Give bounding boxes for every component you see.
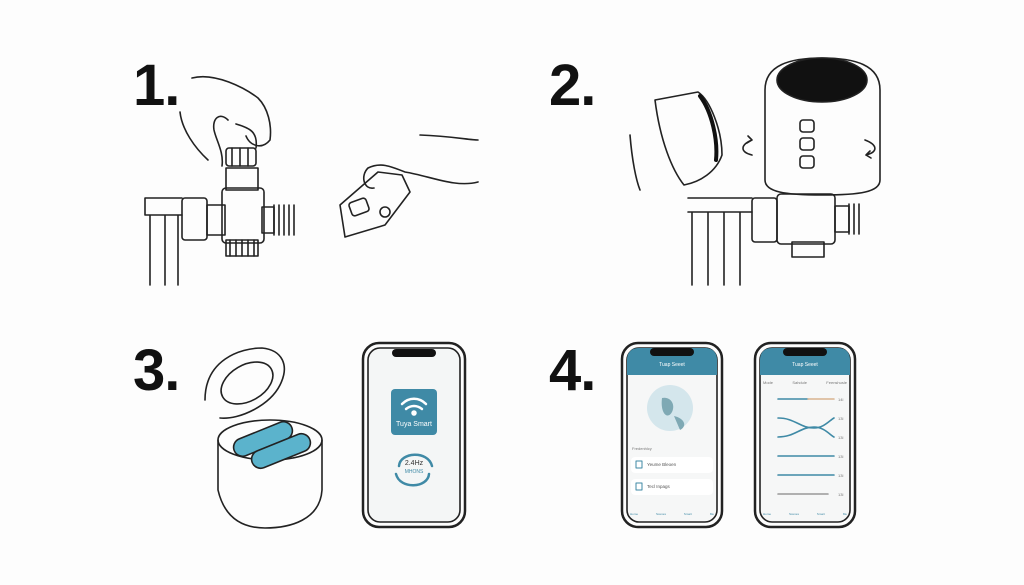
right-phone-title: Tuap Seeet <box>792 362 818 368</box>
nav-home[interactable]: Home <box>763 512 772 516</box>
step-2-hand <box>629 91 723 191</box>
row-value: 13l <box>838 473 844 478</box>
step-2-thermostat-head <box>742 57 881 196</box>
nav-smart[interactable]: Smart <box>683 512 692 516</box>
step-3-battery-compartment <box>204 347 323 529</box>
row-value: 13l <box>838 435 844 440</box>
nav-scenes[interactable]: Scenes <box>788 512 799 516</box>
nav-me[interactable]: Me <box>842 512 847 516</box>
sync-arrows-icon <box>394 453 434 487</box>
left-phone-item[interactable]: Tecl Inpags <box>647 484 670 489</box>
tab-mode[interactable]: Mode <box>763 380 774 385</box>
tab-settings[interactable]: Feenshusle <box>826 380 847 385</box>
step-1-valve <box>181 167 295 257</box>
step-1-number: 1. <box>133 53 180 118</box>
step-4-phone-right <box>753 341 857 529</box>
row-value: 13l <box>838 492 844 497</box>
left-phone-nav: Home Scenes Smart Me <box>630 512 714 516</box>
step-1-radiator <box>144 197 183 286</box>
row-value: 13l <box>838 416 844 421</box>
row-value: 13l <box>838 454 844 459</box>
band-sub-label: MHONS <box>404 469 424 475</box>
left-phone-item[interactable]: Yeume Bleoen <box>647 462 677 467</box>
left-phone-title: Tuap Seeet <box>659 362 685 368</box>
right-phone-tabs: Mode Sahdule Feenshusle <box>763 380 847 385</box>
step-2-number: 2. <box>549 53 596 118</box>
row-value: 14l <box>838 397 844 402</box>
nav-scenes[interactable]: Scenes <box>655 512 666 516</box>
tab-schedule[interactable]: Sahdule <box>792 380 807 385</box>
right-phone-nav: Home Scenes Smart Me <box>763 512 847 516</box>
nav-home[interactable]: Home <box>630 512 639 516</box>
step-1-hand-with-adapter <box>179 75 272 167</box>
step-3-number: 3. <box>133 338 180 403</box>
schedule-lines <box>777 398 835 495</box>
left-phone-section: Fredenhlcy <box>632 446 652 451</box>
step-4-number: 4. <box>549 338 596 403</box>
wifi-icon <box>400 397 428 416</box>
app-name-label: Tuya Smart <box>396 421 432 428</box>
step-4-phone-left <box>620 341 724 529</box>
step-2-radiator-valve <box>687 193 860 286</box>
nav-smart[interactable]: Smart <box>816 512 825 516</box>
step-3-phone <box>361 341 467 529</box>
step-1-hand-holding-adapter <box>339 134 479 238</box>
nav-me[interactable]: Me <box>709 512 714 516</box>
band-label: 2.4Hz <box>404 460 424 467</box>
